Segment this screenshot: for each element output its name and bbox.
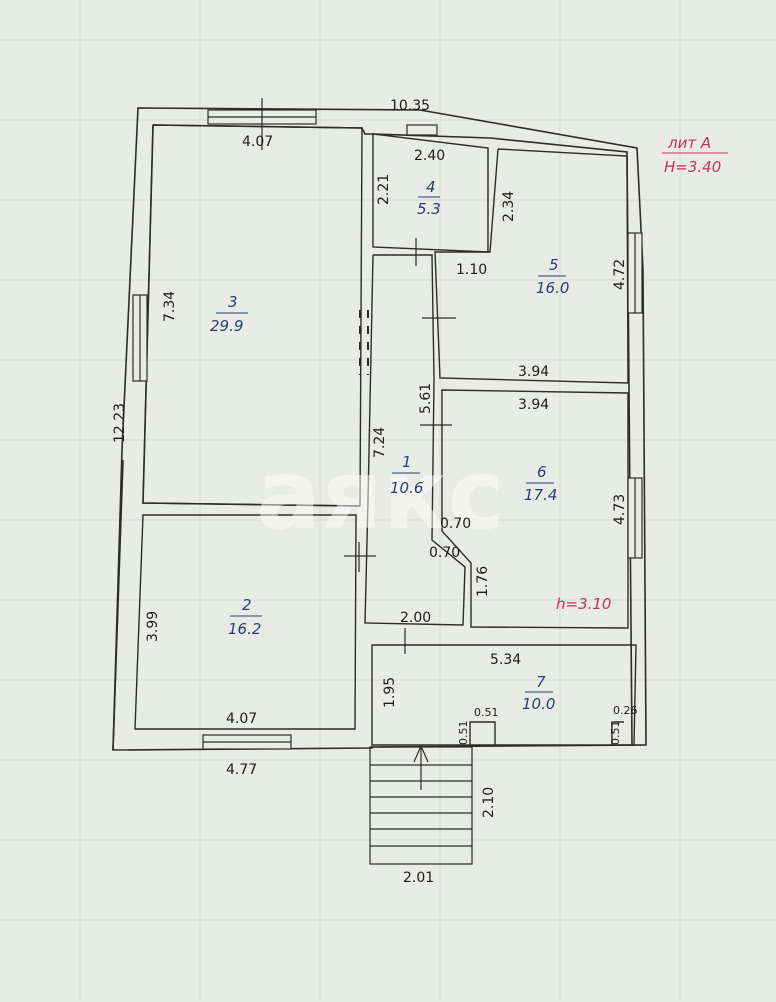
dim-room7-height: 1.95: [382, 677, 398, 708]
dim-notch-b: 0.70: [429, 545, 460, 561]
room-number: 2: [242, 596, 252, 614]
room-label-7: 7 10.0: [522, 673, 555, 713]
dim-step-left-h: 0.51: [457, 721, 470, 746]
dim-stairs-length: 2.10: [481, 787, 497, 818]
dim-step-right-w: 0.26: [613, 704, 638, 717]
dim-step-left-w: 0.51: [474, 706, 499, 719]
room-area: 10.0: [522, 695, 555, 713]
stairs: [369, 744, 473, 865]
dim-room4-height: 2.21: [376, 174, 392, 205]
room-area: 16.0: [536, 279, 569, 297]
room-label-6: 6 17.4: [524, 463, 557, 504]
room-number: 5: [549, 256, 559, 274]
litera-title: лит А: [667, 134, 711, 152]
room-label-4: 4 5.3: [417, 178, 441, 218]
dim-room3-top: 4.07: [242, 134, 273, 150]
room-label-3: 3 29.9: [210, 293, 248, 335]
dim-corridor-left: 7.24: [372, 427, 388, 458]
dim-room5-left: 2.34: [501, 191, 517, 222]
litera-height: H=3.40: [664, 158, 721, 176]
room-area: 29.9: [210, 317, 243, 335]
dim-outer-bottom: 4.77: [226, 762, 257, 778]
room-area: 10.6: [390, 479, 423, 497]
room-number: 7: [536, 673, 546, 691]
dim-overall-width: 10.35: [390, 98, 430, 114]
dim-notch-a: 0.70: [440, 516, 471, 532]
room-label-5: 5 16.0: [536, 256, 569, 297]
room-number: 4: [426, 178, 436, 196]
dim-room5-right: 4.72: [612, 259, 628, 290]
dim-room7-top: 5.34: [490, 652, 521, 668]
room-label-2: 2 16.2: [228, 596, 262, 638]
dim-corridor-height: 5.61: [418, 383, 434, 414]
dim-room2-bottom: 4.07: [226, 711, 257, 727]
room-number: 3: [228, 293, 238, 311]
room-area: 16.2: [228, 620, 261, 638]
room-area: 17.4: [524, 486, 557, 504]
dim-room2-height: 3.99: [145, 611, 161, 642]
dim-corridor-bottom: 2.00: [400, 610, 431, 626]
watermark: аякс: [256, 439, 504, 551]
windows: [132, 109, 643, 750]
dim-room5-bottom: 3.94: [518, 364, 549, 380]
dim-room3-height: 7.34: [162, 291, 178, 322]
room-label-1: 1 10.6: [390, 453, 423, 497]
dim-room5-bottom-left: 1.10: [456, 262, 487, 278]
dim-room6-bottom-left: 1.76: [475, 566, 491, 597]
dim-stairs-width: 2.01: [403, 870, 434, 886]
dim-step-right-h: 0.51: [609, 721, 622, 746]
dim-room6-right: 4.73: [612, 494, 628, 525]
dim-room6-top: 3.94: [518, 397, 549, 413]
room6-height-note: h=3.10: [556, 595, 611, 613]
dim-room4-width: 2.40: [414, 148, 445, 164]
room-number: 6: [537, 463, 547, 481]
dim-overall-height: 12.23: [112, 403, 128, 443]
doors: [261, 98, 456, 654]
room-number: 1: [402, 453, 412, 471]
room-area: 5.3: [417, 200, 441, 218]
